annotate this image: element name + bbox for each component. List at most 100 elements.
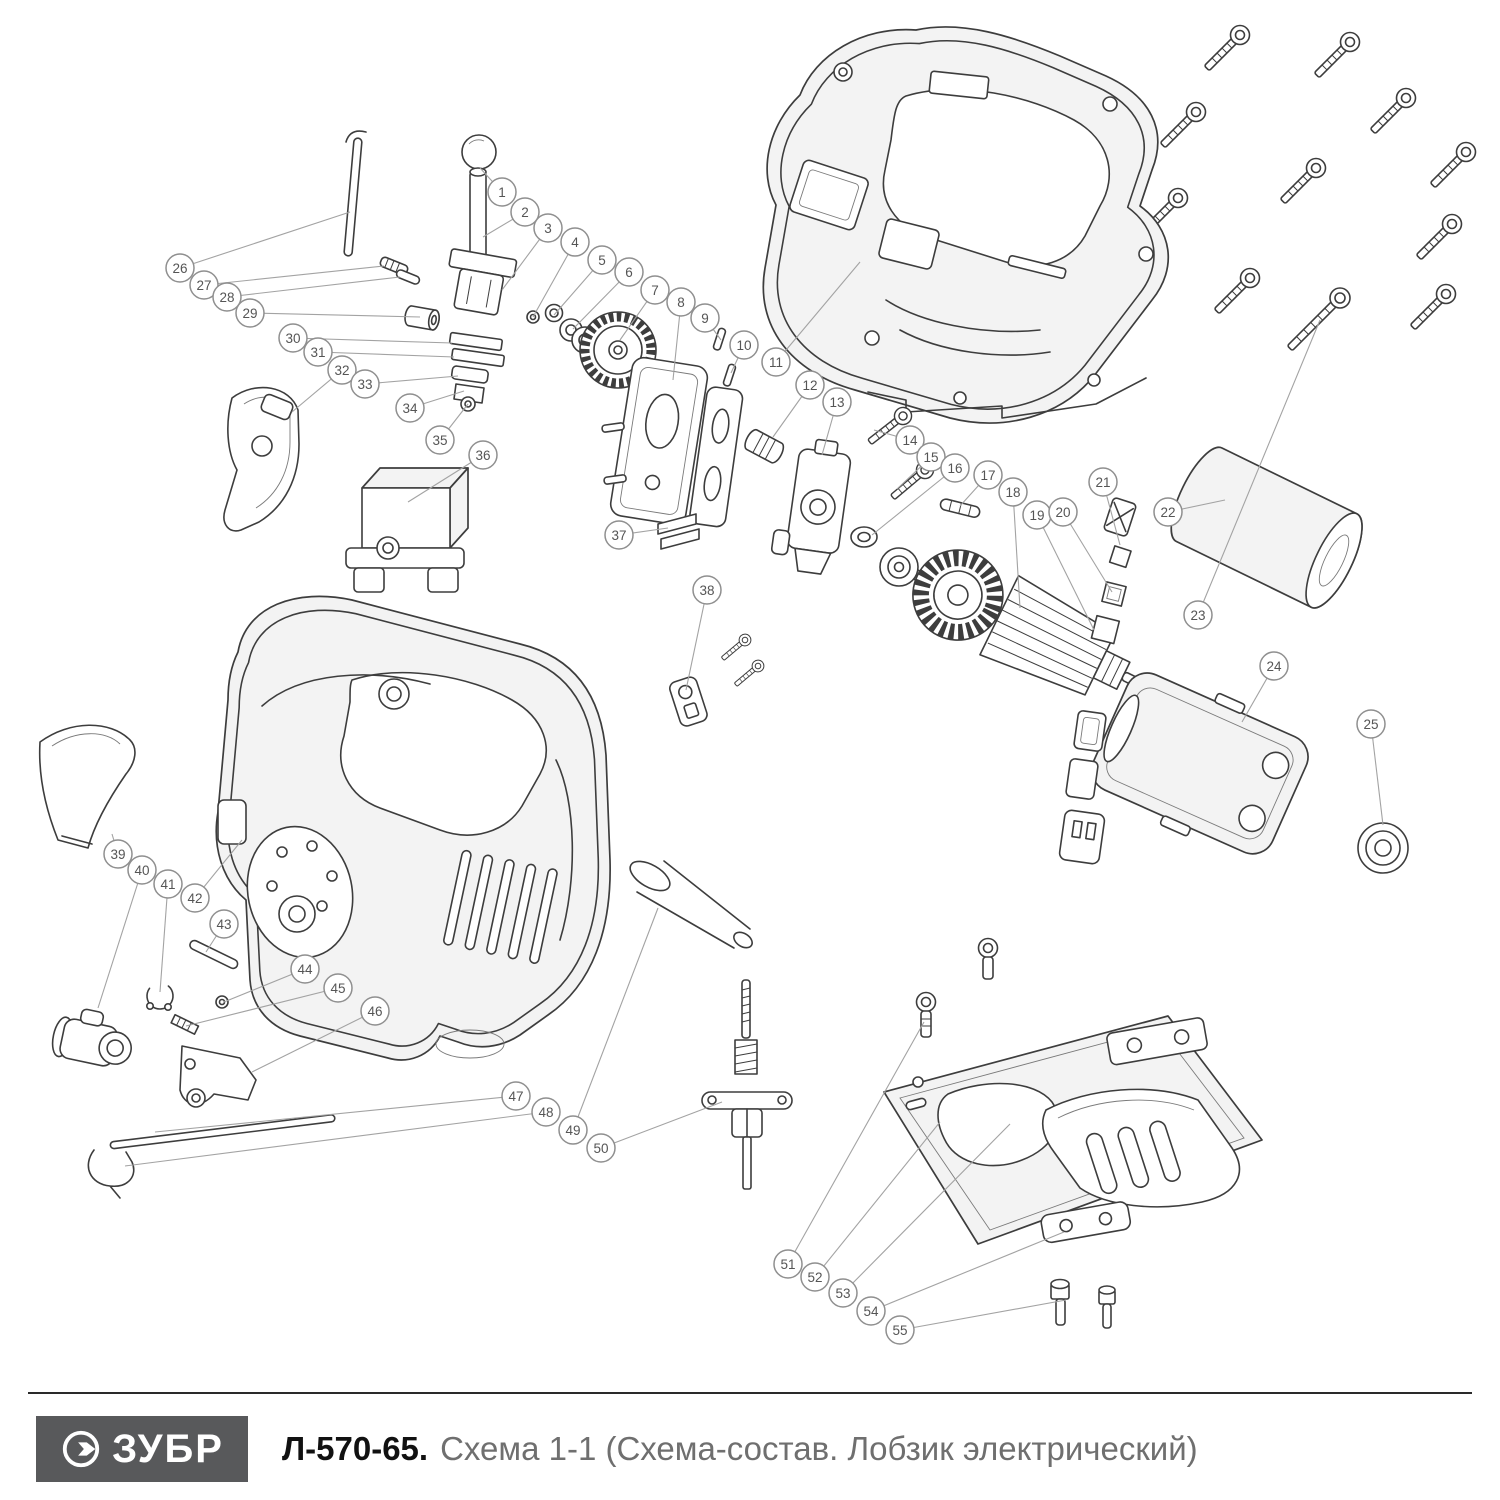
footer-divider	[28, 1392, 1472, 1394]
main-body-housing	[215, 595, 611, 1061]
callout-29[interactable]: 29	[235, 298, 265, 328]
svg-text:25: 25	[1363, 717, 1378, 732]
blade-holder	[701, 979, 793, 1190]
model-number: Л-570-65.	[282, 1430, 429, 1467]
callout-52[interactable]: 52	[800, 1262, 830, 1292]
callout-13[interactable]: 13	[822, 387, 852, 417]
callout-36[interactable]: 36	[468, 440, 498, 470]
svg-text:34: 34	[402, 401, 418, 416]
callout-20[interactable]: 20	[1048, 497, 1078, 527]
leader-20	[1062, 511, 1113, 593]
callout-33[interactable]: 33	[350, 369, 380, 399]
svg-text:22: 22	[1160, 505, 1175, 520]
callout-19[interactable]: 19	[1022, 500, 1052, 530]
leader-19	[1036, 514, 1095, 631]
callout-9[interactable]: 9	[690, 303, 720, 333]
callout-15[interactable]: 15	[916, 442, 946, 472]
leader-51	[787, 1021, 925, 1265]
callout-45[interactable]: 45	[323, 973, 353, 1003]
svg-text:3: 3	[544, 221, 552, 236]
vent-slots	[443, 849, 558, 964]
gear-and-washers	[526, 303, 657, 389]
callout-49[interactable]: 49	[558, 1115, 588, 1145]
blade-guard-cone	[629, 860, 753, 949]
svg-text:20: 20	[1055, 505, 1070, 520]
callout-4[interactable]: 4	[560, 227, 590, 257]
stator	[1090, 672, 1309, 855]
leader-48	[124, 1111, 547, 1167]
callout-31[interactable]: 31	[303, 337, 333, 367]
callout-43[interactable]: 43	[209, 909, 239, 939]
leader-38	[685, 589, 708, 691]
callout-30[interactable]: 30	[278, 323, 308, 353]
callout-21[interactable]: 21	[1088, 467, 1118, 497]
callout-42[interactable]: 42	[180, 883, 210, 913]
cord-clamp	[669, 631, 767, 727]
callout-12[interactable]: 12	[795, 370, 825, 400]
svg-text:8: 8	[677, 295, 685, 310]
base-plate-assembly	[883, 937, 1263, 1329]
leader-55	[899, 1299, 1067, 1331]
callout-47[interactable]: 47	[501, 1081, 531, 1111]
svg-text:44: 44	[297, 962, 313, 977]
callout-23[interactable]: 23	[1183, 600, 1213, 630]
svg-text:40: 40	[134, 863, 149, 878]
callout-40[interactable]: 40	[127, 855, 157, 885]
leader-23	[1197, 319, 1321, 616]
footer: ЗУБР Л-570-65.Схема 1-1 (Схема-состав. Л…	[0, 1392, 1500, 1482]
callout-8[interactable]: 8	[666, 287, 696, 317]
callout-24[interactable]: 24	[1259, 651, 1289, 681]
callout-22[interactable]: 22	[1153, 497, 1183, 527]
callout-5[interactable]: 5	[587, 245, 617, 275]
callout-1[interactable]: 1	[487, 177, 517, 207]
svg-text:19: 19	[1029, 508, 1044, 523]
svg-text:47: 47	[508, 1089, 523, 1104]
callout-7[interactable]: 7	[640, 275, 670, 305]
callout-6[interactable]: 6	[614, 257, 644, 287]
base-screw-51	[915, 991, 937, 1038]
callout-32[interactable]: 32	[327, 355, 357, 385]
callout-3[interactable]: 3	[533, 213, 563, 243]
leader-45	[185, 987, 339, 1027]
callout-10[interactable]: 10	[729, 330, 759, 360]
plate-insert	[1106, 1017, 1208, 1066]
leader-31	[317, 351, 455, 358]
svg-text:53: 53	[835, 1286, 850, 1301]
callout-14[interactable]: 14	[895, 425, 925, 455]
callout-46[interactable]: 46	[360, 996, 390, 1026]
callout-18[interactable]: 18	[998, 477, 1028, 507]
callout-54[interactable]: 54	[856, 1296, 886, 1326]
svg-text:5: 5	[598, 253, 606, 268]
svg-text:51: 51	[780, 1257, 795, 1272]
slider-block	[345, 467, 469, 593]
ball-bearing	[1357, 822, 1409, 874]
callout-39[interactable]: 39	[103, 839, 133, 869]
callout-27[interactable]: 27	[189, 270, 219, 300]
brand-name: ЗУБР	[112, 1427, 224, 1471]
callout-17[interactable]: 17	[973, 460, 1003, 490]
callout-16[interactable]: 16	[940, 453, 970, 483]
callout-2[interactable]: 2	[510, 197, 540, 227]
zubr-logo: ЗУБР	[36, 1416, 248, 1482]
svg-text:39: 39	[110, 847, 125, 862]
callout-28[interactable]: 28	[212, 282, 242, 312]
callout-11[interactable]: 11	[761, 347, 791, 377]
callout-53[interactable]: 53	[828, 1278, 858, 1308]
svg-text:10: 10	[736, 338, 751, 353]
svg-text:7: 7	[651, 283, 659, 298]
plunger-and-knob	[448, 134, 518, 412]
leader-49	[572, 907, 659, 1131]
callout-50[interactable]: 50	[586, 1133, 616, 1163]
callout-25[interactable]: 25	[1356, 709, 1386, 739]
callout-44[interactable]: 44	[290, 954, 320, 984]
housing-screws	[1137, 20, 1481, 351]
callout-26[interactable]: 26	[165, 253, 195, 283]
callout-37[interactable]: 37	[604, 520, 634, 550]
callout-48[interactable]: 48	[531, 1097, 561, 1127]
callout-51[interactable]: 51	[773, 1249, 803, 1279]
callout-34[interactable]: 34	[395, 393, 425, 423]
callout-41[interactable]: 41	[153, 869, 183, 899]
callout-35[interactable]: 35	[425, 425, 455, 455]
callout-38[interactable]: 38	[692, 575, 722, 605]
callout-55[interactable]: 55	[885, 1315, 915, 1345]
